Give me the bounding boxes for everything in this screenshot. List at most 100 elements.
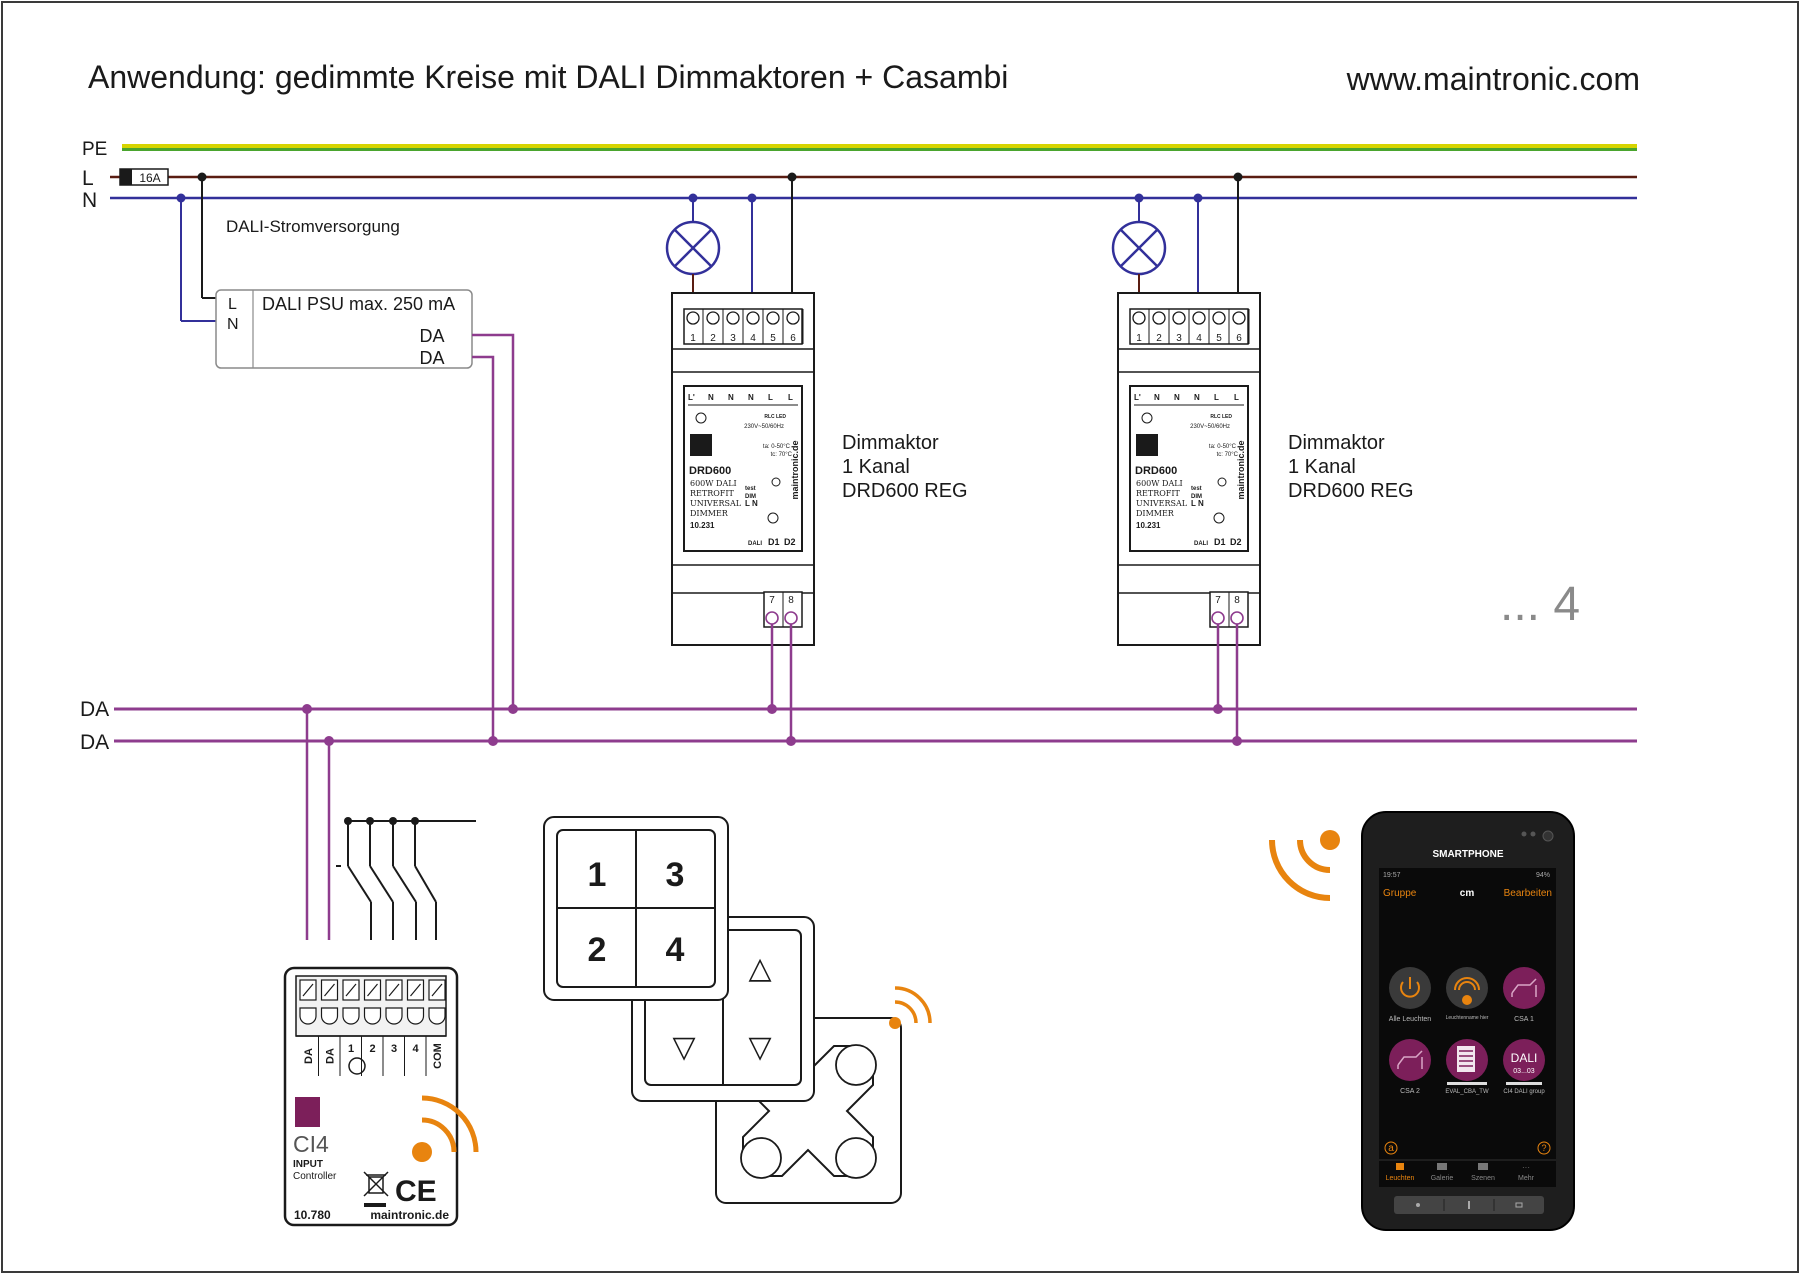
key-1[interactable]: 1 xyxy=(588,856,607,894)
face-header-label: N xyxy=(728,393,734,402)
dimmer-caption: 1 Kanal xyxy=(1288,456,1356,478)
nav-lights-icon[interactable] xyxy=(1396,1163,1404,1170)
phone-screen xyxy=(1379,868,1556,1187)
ci4-brand: maintronic.de xyxy=(370,1208,449,1222)
brand-vertical: maintronic.de xyxy=(790,440,800,499)
test-button[interactable] xyxy=(1217,477,1227,487)
dimmer-description: 600W DALI xyxy=(1136,479,1183,488)
dimmer-caption: 1 Kanal xyxy=(842,456,910,478)
terminal-number: 6 xyxy=(1236,333,1242,344)
junction-dot xyxy=(508,704,518,714)
face-header-label: N xyxy=(708,393,714,402)
tile-csa2[interactable] xyxy=(1389,1039,1431,1081)
phone-battery: 94% xyxy=(1536,872,1550,879)
nav-item[interactable]: Galerie xyxy=(1431,1175,1454,1182)
nav-scenes-icon[interactable] xyxy=(1478,1163,1488,1170)
terminal-screw[interactable] xyxy=(765,611,779,625)
phone-right-action[interactable]: Bearbeiten xyxy=(1504,888,1552,899)
terminal-screw[interactable] xyxy=(746,311,760,325)
terminal-number: 8 xyxy=(788,595,794,606)
nav-item[interactable]: Szenen xyxy=(1471,1175,1495,1182)
terminal-number: 6 xyxy=(790,333,796,344)
d2-label: D2 xyxy=(1230,537,1242,547)
terminal-screw[interactable] xyxy=(1212,311,1226,325)
tile-label: CSA 1 xyxy=(1514,1016,1534,1023)
psu-out-1: DA xyxy=(419,326,444,346)
terminal-screw[interactable] xyxy=(1230,611,1244,625)
terminal-screw[interactable] xyxy=(1211,611,1225,625)
junction-dot xyxy=(488,736,498,746)
arrow-down-left-icon[interactable]: ▽ xyxy=(672,1031,695,1064)
terminal-screw[interactable] xyxy=(1192,311,1206,325)
signal-icon xyxy=(1458,981,1476,991)
dimmer-caption: Dimmaktor xyxy=(1288,432,1385,454)
status-led xyxy=(1213,512,1225,524)
tile-csa1[interactable] xyxy=(1503,967,1545,1009)
terminal-screw[interactable] xyxy=(686,311,700,325)
face-header-label: N xyxy=(748,393,754,402)
terminal-screw[interactable] xyxy=(1132,311,1146,325)
nav-item[interactable]: Mehr xyxy=(1518,1175,1535,1182)
test-button[interactable] xyxy=(771,477,781,487)
n-label: N xyxy=(82,189,97,212)
key-3[interactable]: 3 xyxy=(666,856,685,894)
ci4-terminal-label: 4 xyxy=(412,1043,419,1055)
l-label: L xyxy=(82,167,94,190)
rlc-led-mark: RLC LED xyxy=(764,414,786,420)
ci4-logo xyxy=(295,1097,320,1127)
key-4[interactable]: 4 xyxy=(666,931,685,969)
terminal-screw[interactable] xyxy=(786,311,800,325)
dimmer-article: 10.231 xyxy=(1136,521,1161,530)
terminal-screw[interactable] xyxy=(1232,311,1246,325)
terminal-screw[interactable] xyxy=(726,311,740,325)
terminal-screw[interactable] xyxy=(706,311,720,325)
brand-vertical: maintronic.de xyxy=(1236,440,1246,499)
terminal-screw[interactable] xyxy=(766,311,780,325)
key-2[interactable]: 2 xyxy=(588,931,607,969)
face-header-label: N xyxy=(1154,393,1160,402)
x-button-bl[interactable] xyxy=(740,1137,782,1179)
x-wireless-dot xyxy=(889,1017,901,1029)
nav-gallery-icon[interactable] xyxy=(1437,1163,1447,1170)
x-button-tr[interactable] xyxy=(835,1044,877,1086)
nav-item[interactable]: Leuchten xyxy=(1386,1175,1415,1182)
ci4-label-2: Controller xyxy=(293,1171,337,1182)
dimmer-model: DRD600 xyxy=(1135,465,1177,477)
dimmer-spec: 230V~50/60Hz xyxy=(1190,424,1230,430)
phone-recent-button[interactable] xyxy=(1515,1202,1523,1208)
phone-left-action[interactable]: Gruppe xyxy=(1383,888,1417,899)
face-header-label: N xyxy=(1194,393,1200,402)
junction-dot xyxy=(688,193,698,203)
terminal-number: 5 xyxy=(770,333,776,344)
lamp-symbol-icon xyxy=(695,412,707,424)
terminal-number: 7 xyxy=(1215,595,1221,606)
terminal-number: 3 xyxy=(730,333,736,344)
phone-bottom-left-icon[interactable]: a xyxy=(1388,1143,1394,1154)
psu-da-wire-1 xyxy=(472,333,515,709)
nav-more-icon[interactable]: ··· xyxy=(1522,1163,1530,1172)
tile-dali-group[interactable] xyxy=(1503,1039,1545,1081)
terminal-screw[interactable] xyxy=(784,611,798,625)
ci4-wireless-arc xyxy=(421,1117,457,1153)
dimmer-model: DRD600 xyxy=(689,465,731,477)
phone-help-icon[interactable]: ? xyxy=(1541,1143,1546,1153)
junction-dot xyxy=(302,704,312,714)
dimmer-caption: DRD600 REG xyxy=(842,480,968,502)
x-button-br[interactable] xyxy=(835,1137,877,1179)
phone-back-button[interactable] xyxy=(1416,1203,1420,1207)
tile-label: CSA 2 xyxy=(1400,1088,1420,1095)
dimmer-description: DIMMER xyxy=(1136,509,1175,518)
arrow-up-icon[interactable]: △ xyxy=(748,952,771,985)
junction-dot xyxy=(787,172,797,182)
arrow-down-right-icon[interactable]: ▽ xyxy=(748,1031,771,1064)
slider-icon xyxy=(1457,1046,1475,1072)
terminal-screw[interactable] xyxy=(1152,311,1166,325)
terminal-screw[interactable] xyxy=(1172,311,1186,325)
ci4-terminal-label: DA xyxy=(303,1048,315,1064)
terminal-number: 7 xyxy=(769,595,775,606)
tile-light-name[interactable] xyxy=(1446,967,1488,1009)
phone-home-button[interactable] xyxy=(1468,1201,1470,1209)
